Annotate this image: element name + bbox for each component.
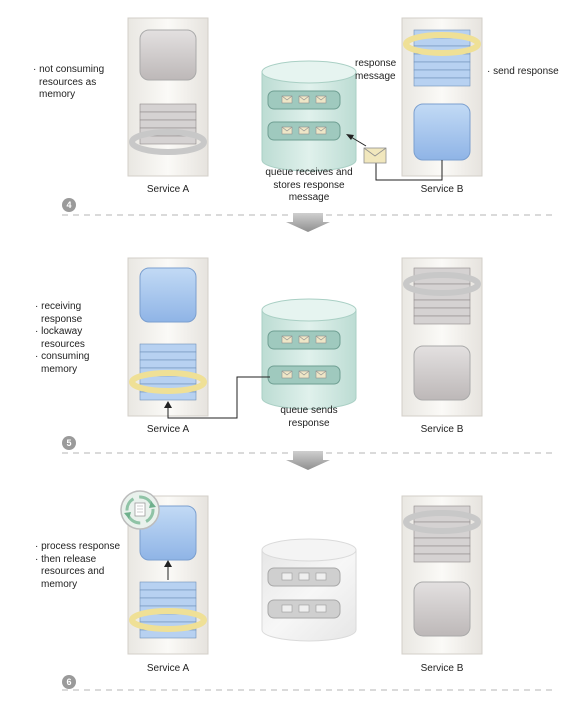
queue-messages-step4: [267, 90, 341, 141]
service-a-notes-step6: · process response · then release resour…: [35, 541, 121, 590]
service-a-label: Service A: [146, 663, 190, 674]
service-a-tower-step5: [127, 257, 209, 417]
down-arrow-icon: [286, 213, 330, 232]
service-b-label: Service B: [420, 424, 464, 435]
envelope-icon: [363, 147, 387, 164]
service-a-notes-step4: · not consuming resources as memory: [33, 64, 105, 100]
step-number: 5: [62, 436, 76, 450]
service-a-notes-step5: · receiving response · lockaway resource…: [35, 301, 90, 375]
queue-caption-step5: queue sends response: [280, 405, 338, 429]
gray-stack: [139, 103, 197, 145]
message-label: response message: [355, 58, 397, 82]
step-number: 4: [62, 198, 76, 212]
processing-cycle-icon: [120, 490, 160, 530]
send-connector-step5: [164, 376, 270, 419]
service-b-label: Service B: [420, 663, 464, 674]
service-b-tower-step4: [401, 17, 483, 177]
service-b-notes-step4: · send response: [487, 66, 559, 77]
queue-step4: [261, 60, 357, 172]
queue-caption-step4: queue receives and stores response messa…: [265, 167, 353, 203]
down-arrow-icon: [286, 451, 330, 470]
service-a-label: Service A: [146, 184, 190, 195]
queue-step5: [261, 298, 357, 410]
service-b-tower-step6: [401, 495, 483, 655]
queue-step6: [261, 538, 357, 642]
service-b-label: Service B: [420, 184, 464, 195]
service-a-tower-step6: [127, 495, 209, 655]
step-number: 6: [62, 675, 76, 689]
response-connector-step4: [346, 134, 443, 181]
service-b-tower-step5: [401, 257, 483, 417]
service-a-tower-step4: [127, 17, 209, 177]
service-a-label: Service A: [146, 424, 190, 435]
